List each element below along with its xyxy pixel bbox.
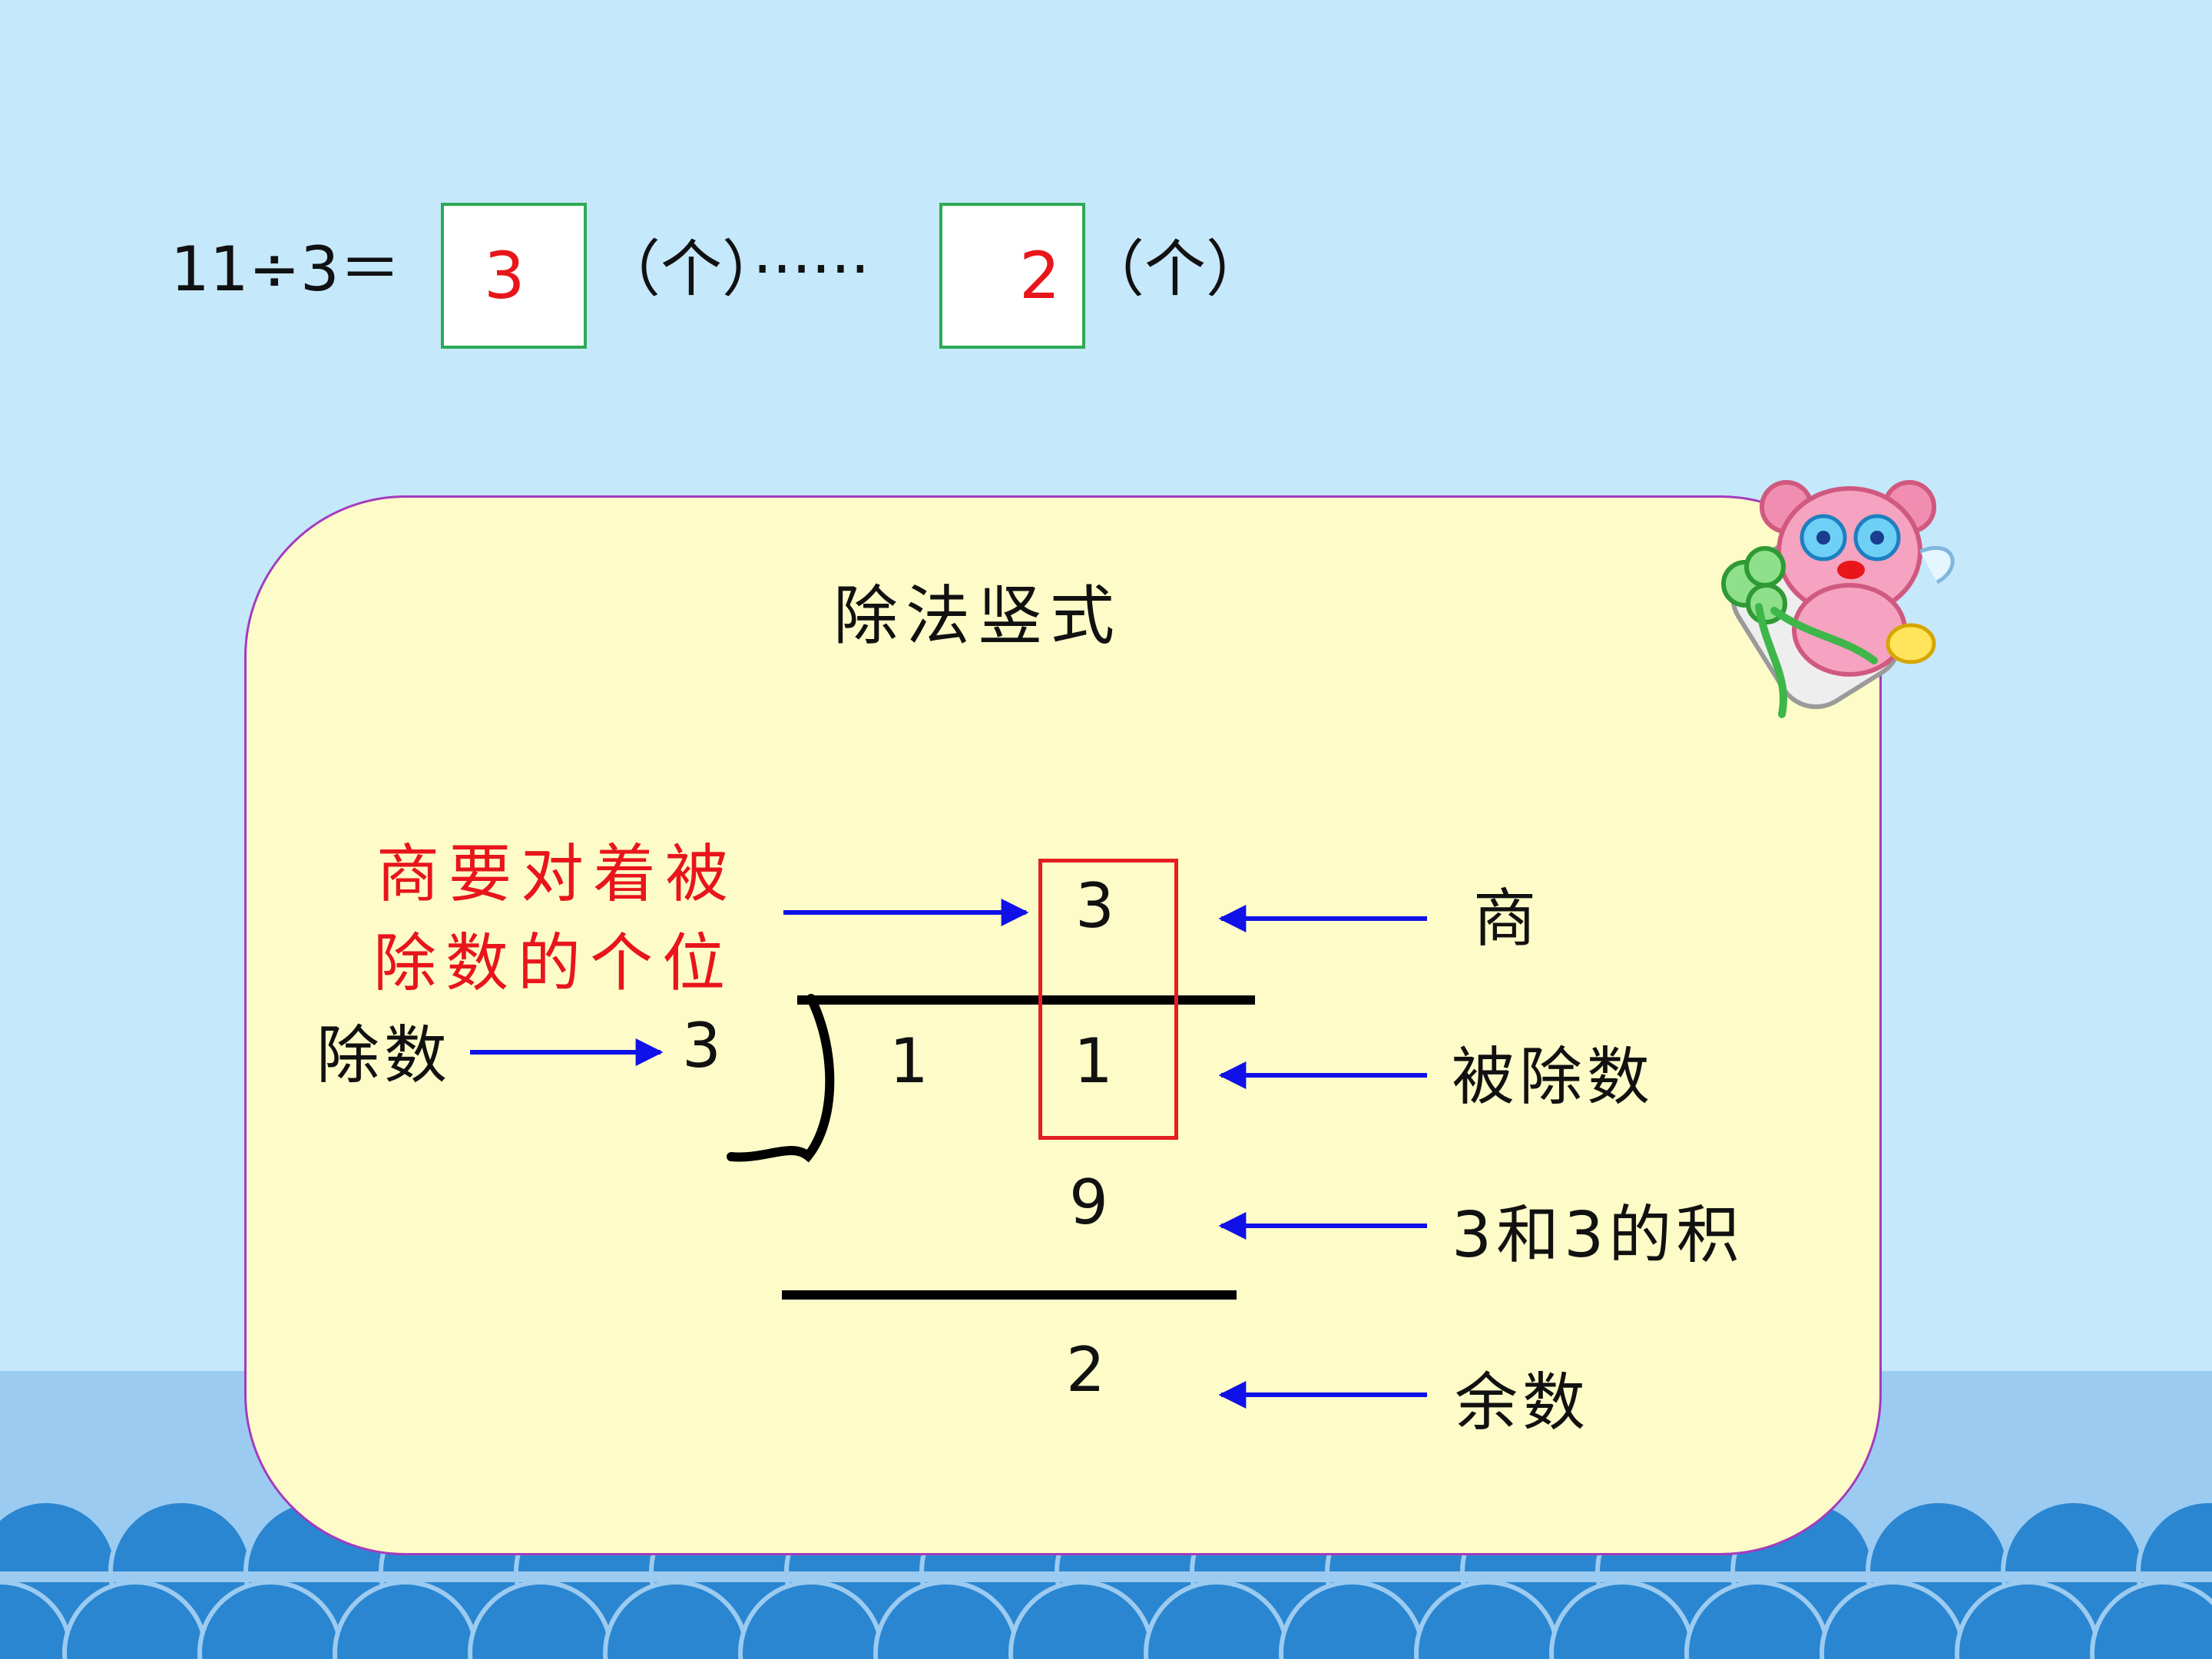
equation-unit-1: （个）······ (599, 233, 870, 305)
remainder-answer: 2 (1019, 238, 1061, 313)
subtraction-line (782, 1290, 1237, 1300)
equation-left: 11÷3＝ (171, 233, 401, 305)
divisor-digit: 3 (682, 1010, 721, 1081)
label-dividend: 被除数 (1452, 1041, 1655, 1114)
divisor-label: 除数 (316, 1019, 452, 1092)
dividend-tens-digit: 1 (889, 1025, 929, 1097)
hint-line-2: 除数的个位 (373, 927, 735, 1000)
hint-line-1: 商要对着被 (376, 838, 738, 911)
dividend-ones-digit: 1 (1074, 1025, 1113, 1097)
division-bracket (727, 994, 835, 1163)
pink-bear-mascot-icon (1721, 480, 1955, 718)
remainder-digit: 2 (1066, 1334, 1105, 1406)
quotient-digit: 3 (1075, 870, 1114, 942)
wave-divider (0, 1571, 2212, 1582)
quotient-answer-box: 3 (441, 203, 587, 349)
label-quotient: 商 (1473, 882, 1541, 955)
label-remainder: 余数 (1455, 1366, 1591, 1439)
long-division-panel (244, 495, 1882, 1555)
waves-front-row (0, 1580, 2212, 1659)
label-product: 3和3的积 (1452, 1199, 1744, 1272)
product-digit: 9 (1069, 1167, 1108, 1238)
ones-place-highlight-box (1038, 859, 1178, 1140)
wave-scallop (2090, 1580, 2212, 1659)
remainder-answer-box: 2 (939, 203, 1085, 349)
quotient-answer: 3 (484, 238, 525, 313)
division-bar (797, 995, 1255, 1005)
panel-title: 除法竖式 (833, 578, 1123, 654)
equation-unit-2: （个） (1083, 233, 1267, 305)
